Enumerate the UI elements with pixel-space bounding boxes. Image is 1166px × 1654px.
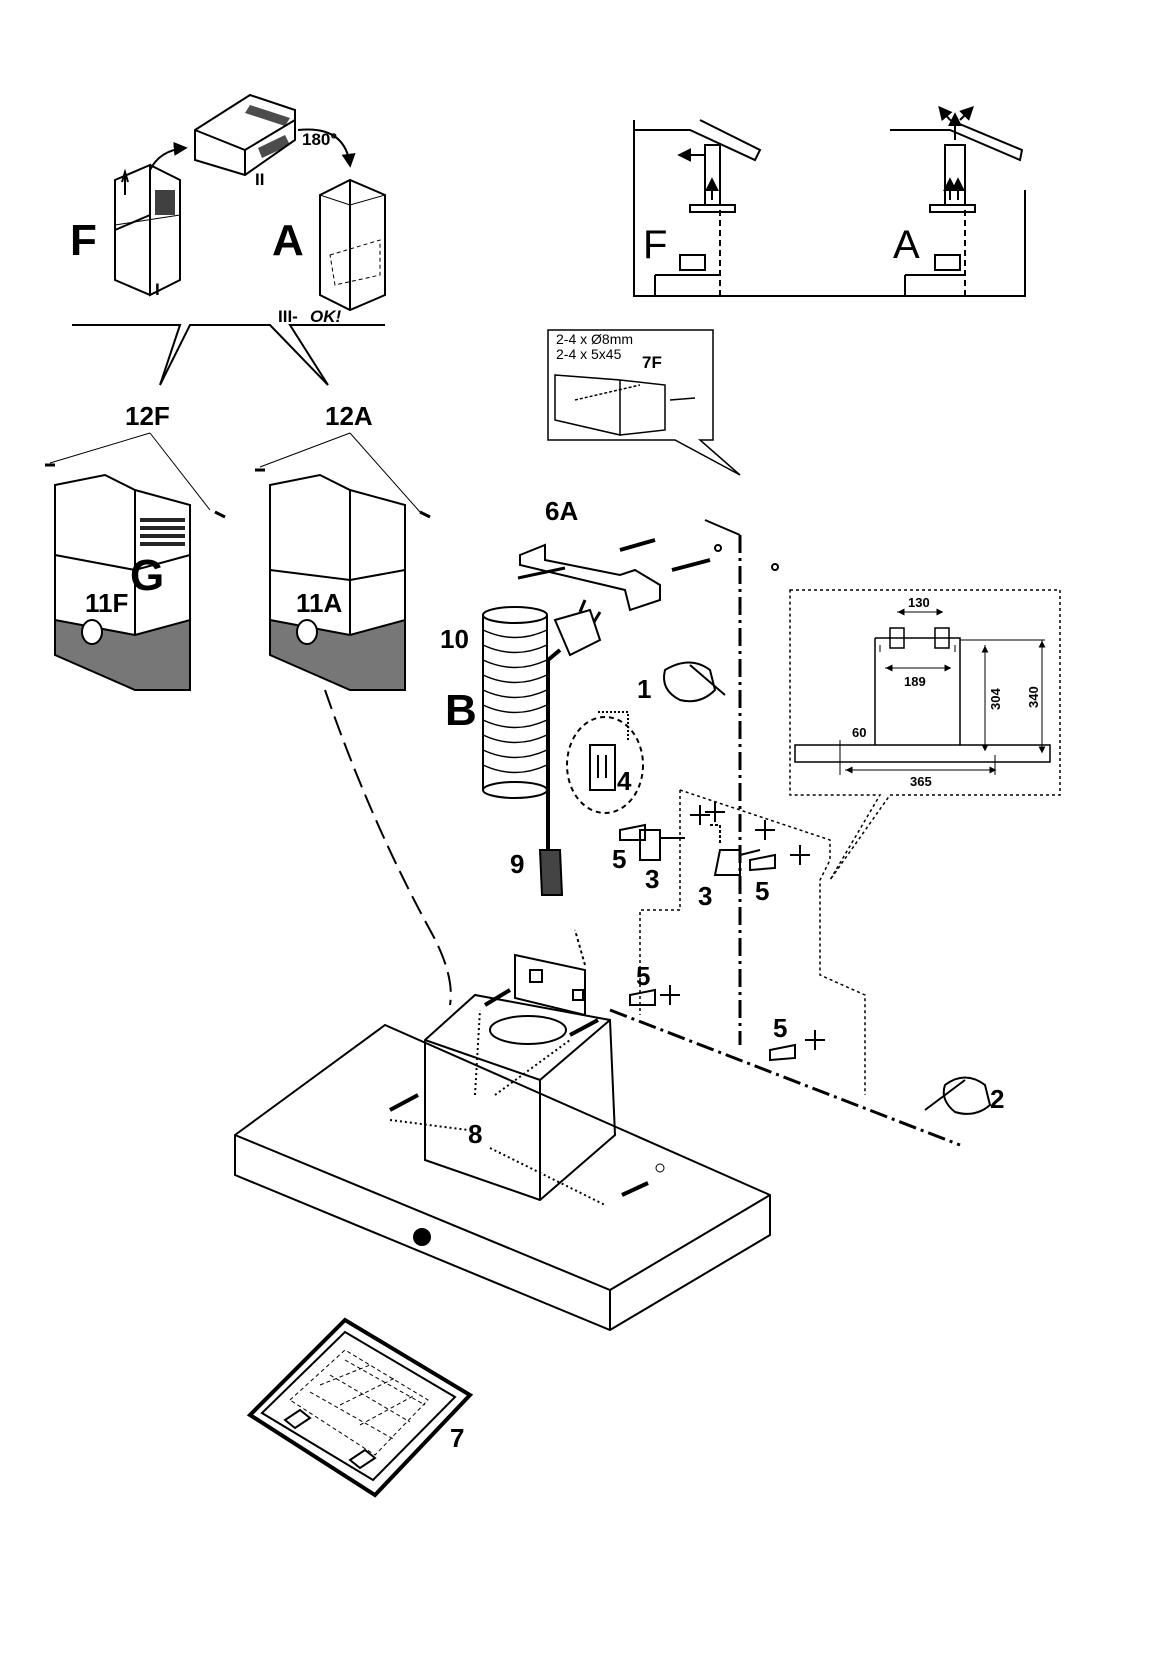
callout-7F (547, 329, 741, 476)
installation-scenes (633, 105, 1026, 297)
label-12A: 12A (325, 401, 373, 431)
carbon-filter-7 (246, 1317, 474, 1498)
label-I: I (155, 280, 160, 299)
cooker-hood-body (234, 689, 771, 1332)
callout-bracket (72, 324, 385, 386)
fixing-parts (619, 802, 825, 1062)
label-12F: 12F (125, 401, 170, 431)
spec-line-1: 2-4 x Ø8mm (556, 331, 633, 347)
label-11A: 11A (296, 588, 342, 618)
label-6A: 6A (545, 496, 578, 526)
label-11F: 11F (85, 588, 128, 618)
label-3b: 3 (698, 881, 712, 911)
chimney-A (319, 178, 386, 312)
label-180: 180° (302, 130, 337, 149)
spec-line-2: 2-4 x 5x45 (556, 346, 622, 362)
label-2: 2 (990, 1084, 1004, 1114)
label-5b: 5 (755, 876, 769, 906)
label-10: 10 (440, 624, 469, 654)
wall-template-outline (639, 789, 866, 1095)
dim-60: 60 (852, 725, 866, 740)
dim-130: 130 (908, 595, 930, 610)
label-5c: 5 (636, 961, 650, 991)
chimney-11F (45, 432, 226, 691)
chimney-11A (255, 432, 431, 691)
label-4: 4 (617, 766, 632, 796)
flex-duct-B (482, 606, 548, 799)
label-F-scene: F (643, 223, 667, 267)
dim-189: 189 (904, 674, 926, 689)
chimney-orientation-group (114, 93, 386, 312)
label-8: 8 (468, 1119, 482, 1149)
wall-line (704, 519, 741, 536)
label-9: 9 (510, 849, 524, 879)
label-F-top: F (70, 216, 97, 265)
label-A-top: A (272, 216, 304, 265)
label-III: III- (278, 307, 298, 326)
dim-365: 365 (910, 774, 932, 789)
label-ok: OK! (310, 307, 342, 326)
hand-2-icon (924, 1076, 992, 1115)
clip-4 (566, 711, 644, 814)
label-B: B (445, 686, 477, 735)
label-II: II (255, 170, 264, 189)
label-5d: 5 (773, 1013, 787, 1043)
label-5a: 5 (612, 844, 626, 874)
bracket-6A (517, 538, 779, 612)
label-7: 7 (450, 1423, 464, 1453)
dim-340: 340 (1026, 686, 1041, 708)
power-cable-9 (538, 599, 602, 896)
label-G: G (130, 551, 164, 600)
dimension-inset (789, 589, 1061, 881)
hand-1-icon (663, 661, 726, 703)
label-1: 1 (637, 674, 651, 704)
label-3a: 3 (645, 864, 659, 894)
label-7F: 7F (642, 353, 662, 372)
label-A-scene: A (893, 223, 920, 267)
dim-304: 304 (988, 688, 1003, 710)
floor-axis (609, 1008, 961, 1147)
panel-II (194, 93, 296, 177)
